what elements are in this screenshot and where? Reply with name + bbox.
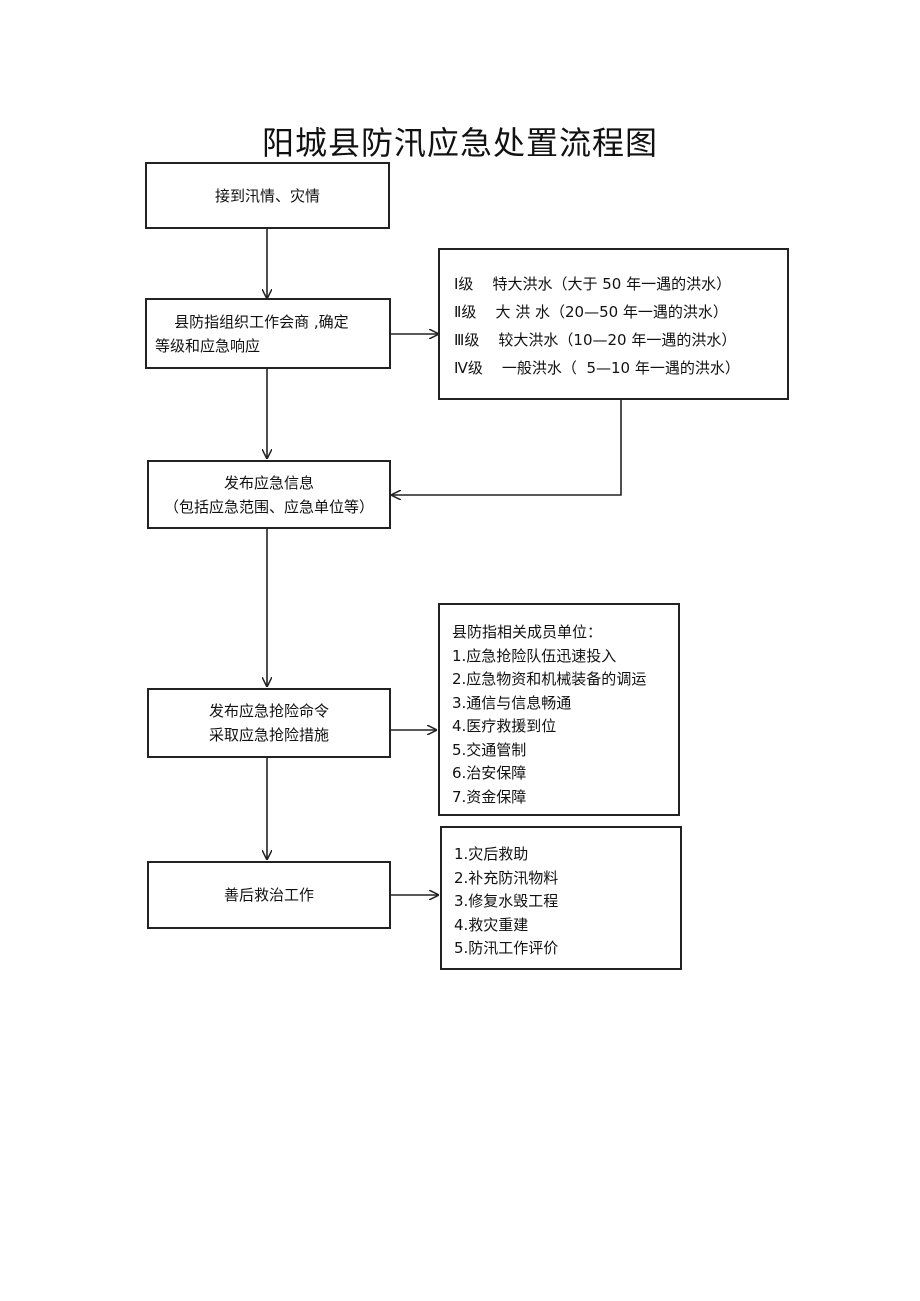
aftermath-item: 3.修复水毁工程 (454, 892, 559, 910)
flow-text: 接到汛情、灾情 (214, 186, 320, 205)
flood-levels-box: Ⅰ级 特大洪水（大于 50 年一遇的洪水） Ⅱ级 大 洪 水（20—50 年一遇… (438, 248, 789, 400)
arrow-levels-to-publish (392, 400, 622, 495)
aftermath-item: 2.补充防汛物料 (454, 868, 559, 887)
aftermath-item: 1.灾后救助 (454, 845, 529, 863)
flow-text: 发布应急信息 (223, 473, 314, 492)
flow-text: 善后救治工作 (223, 886, 314, 904)
aftermath-item: 4.救灾重建 (454, 915, 529, 934)
member-item: 2.应急物资和机械装备的调运 (452, 670, 647, 688)
flood-level-3: Ⅲ级 较大洪水（10—20 年一遇的洪水） (454, 331, 737, 349)
page-title: 阳城县防汛应急处置流程图 (261, 124, 658, 162)
flow-text: 发布应急抢险命令 (208, 702, 329, 720)
flood-level-2: Ⅱ级 大 洪 水（20—50 年一遇的洪水） (454, 303, 728, 321)
flood-level-4: Ⅳ级 一般洪水（ 5—10 年一遇的洪水） (454, 359, 740, 377)
member-units-heading: 县防指相关成员单位： (452, 623, 603, 641)
member-units-box: 县防指相关成员单位： 1.应急抢险队伍迅速投入 2.应急物资和机械装备的调运 3… (438, 603, 680, 816)
member-item: 7.资金保障 (452, 787, 527, 806)
flow-box-rescue-order: 发布应急抢险命令 采取应急抢险措施 (147, 688, 391, 758)
flow-text: 采取应急抢险措施 (208, 726, 329, 744)
flow-box-aftermath: 善后救治工作 (147, 861, 391, 929)
member-item: 1.应急抢险队伍迅速投入 (452, 646, 617, 665)
member-item: 3.通信与信息畅通 (452, 693, 572, 712)
flow-text: 县防指组织工作会商 ,确定 (155, 312, 349, 331)
flow-box-receive: 接到汛情、灾情 (145, 162, 390, 229)
flow-box-publish-info: 发布应急信息 （包括应急范围、应急单位等） (147, 460, 391, 529)
aftermath-item: 5.防汛工作评价 (454, 939, 559, 957)
flow-text: （包括应急范围、应急单位等） (163, 497, 374, 516)
aftermath-tasks-box: 1.灾后救助 2.补充防汛物料 3.修复水毁工程 4.救灾重建 5.防汛工作评价 (440, 826, 682, 970)
flood-level-1: Ⅰ级 特大洪水（大于 50 年一遇的洪水） (454, 275, 732, 293)
flow-box-consult: 县防指组织工作会商 ,确定 等级和应急响应 (145, 298, 391, 369)
member-item: 6.治安保障 (452, 764, 527, 782)
member-item: 4.医疗救援到位 (452, 717, 557, 735)
member-item: 5.交通管制 (452, 740, 527, 759)
flow-text: 等级和应急响应 (155, 336, 261, 355)
